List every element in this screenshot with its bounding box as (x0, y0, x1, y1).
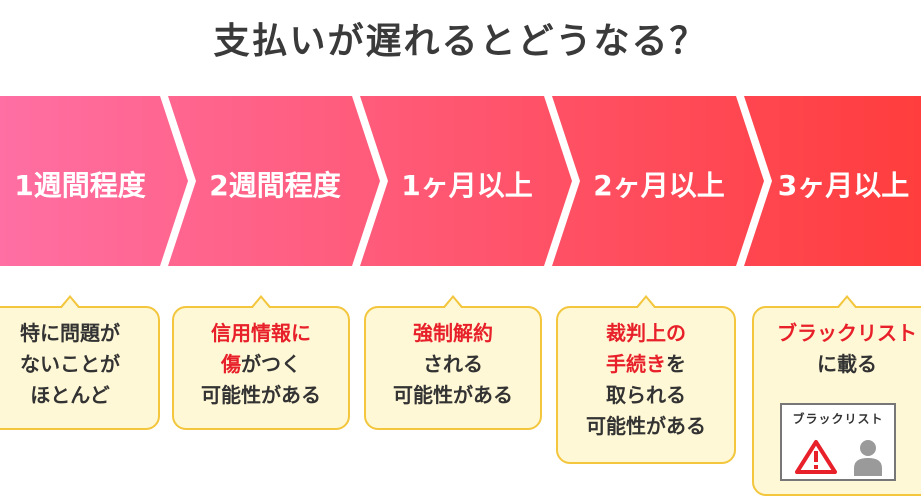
card-emphasis-text: 信用情報に (211, 321, 311, 345)
step-card-1-lines: 特に問題がないことがほとんど (0, 308, 158, 411)
step-card-5-lines: ブラックリストに載る (754, 308, 921, 380)
card-text: ほとんど (30, 383, 110, 407)
person-icon (854, 440, 882, 476)
card-line: 特に問題が (0, 318, 158, 349)
card-text: 特に問題が (20, 321, 120, 345)
timeline-arrow-5 (744, 96, 921, 266)
card-line: 可能性がある (558, 411, 734, 442)
step-label-4: 2ヶ月以上 (593, 169, 725, 202)
card-line: 傷がつく (174, 349, 348, 380)
blacklist-illustration: ブラックリスト (780, 403, 896, 481)
card-line: ないことが (0, 349, 158, 380)
step-card-4: 裁判上の手続きを取られる可能性がある (556, 295, 736, 464)
timeline-arrow-4 (552, 96, 764, 266)
step-card-2: 信用情報に傷がつく可能性がある (172, 295, 350, 430)
card-emphasis-text: 強制解約 (413, 321, 493, 345)
card-line: 手続きを (558, 349, 734, 380)
card-text: される (423, 352, 483, 376)
step-card-2-lines: 信用情報に傷がつく可能性がある (174, 308, 348, 411)
card-line: 可能性がある (174, 380, 348, 411)
card-line: ブラックリスト (754, 318, 921, 349)
step-label-1: 1週間程度 (14, 169, 146, 202)
card-text: 可能性がある (201, 383, 321, 407)
card-text: 可能性がある (393, 383, 513, 407)
step-card-4-lines: 裁判上の手続きを取られる可能性がある (558, 308, 734, 442)
card-line: ほとんど (0, 380, 158, 411)
card-line: 取られる (558, 380, 734, 411)
blacklist-illustration-label: ブラックリスト (792, 412, 884, 426)
step-card-1: 特に問題がないことがほとんど (0, 295, 160, 430)
card-line: 可能性がある (366, 380, 540, 411)
card-text: 取られる (606, 383, 686, 407)
timeline-arrow-2 (168, 96, 380, 266)
card-emphasis-text: 手続き (606, 352, 666, 376)
card-text: を (666, 352, 686, 376)
step-card-5: ブラックリストに載る ブラックリスト (752, 295, 921, 496)
card-emphasis-text: 裁判上の (606, 321, 686, 345)
card-text: に載る (817, 352, 877, 376)
step-card-3-lines: 強制解約される可能性がある (366, 308, 540, 411)
card-text: 可能性がある (586, 414, 706, 438)
card-line: 裁判上の (558, 318, 734, 349)
step-label-5: 3ヶ月以上 (777, 169, 910, 202)
timeline-arrow-3 (360, 96, 572, 266)
card-emphasis-text: ブラックリスト (777, 321, 917, 345)
page-title: 支払いが遅れるとどうなる？ (213, 21, 708, 62)
timeline-arrow-1 (0, 96, 188, 266)
card-emphasis-text: 傷 (221, 352, 241, 376)
step-card-3: 強制解約される可能性がある (364, 295, 542, 430)
card-line: される (366, 349, 540, 380)
card-text: がつく (241, 352, 301, 376)
card-line: 強制解約 (366, 318, 540, 349)
card-text: ないことが (20, 352, 120, 376)
warning-triangle-icon (795, 440, 837, 474)
card-line: 信用情報に (174, 318, 348, 349)
step-label-2: 2週間程度 (209, 169, 341, 202)
card-line: に載る (754, 349, 921, 380)
step-label-3: 1ヶ月以上 (401, 169, 533, 202)
